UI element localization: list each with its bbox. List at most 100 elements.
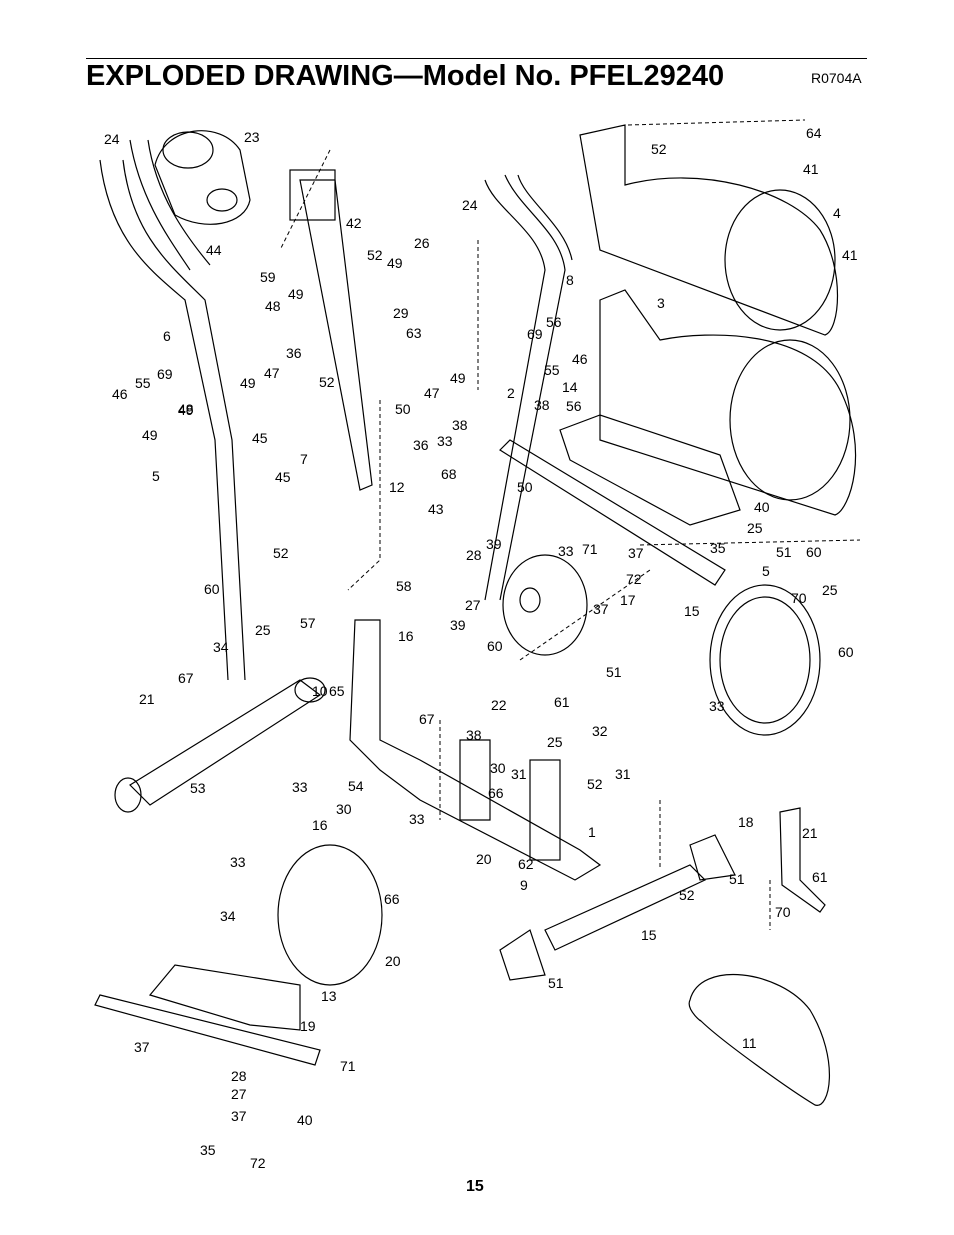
callout: 65 <box>329 683 345 699</box>
callout: 12 <box>389 479 405 495</box>
callout: 14 <box>562 379 578 395</box>
callout: 49 <box>142 427 158 443</box>
callout: 66 <box>488 785 504 801</box>
callout: 33 <box>230 854 246 870</box>
callout: 41 <box>842 247 858 263</box>
callout: 13 <box>321 988 337 1004</box>
drawing-code: R0704A <box>811 70 862 86</box>
callout: 48 <box>178 401 194 417</box>
callout: 36 <box>413 437 429 453</box>
callout: 20 <box>385 953 401 969</box>
callout: 33 <box>292 779 308 795</box>
callout: 52 <box>367 247 383 263</box>
callout: 49 <box>288 286 304 302</box>
callout: 11 <box>742 1035 757 1051</box>
callout: 61 <box>812 869 828 885</box>
callout: 2 <box>507 385 515 401</box>
callout: 35 <box>710 540 726 556</box>
callout: 27 <box>231 1086 247 1102</box>
callout: 51 <box>606 664 622 680</box>
callout: 58 <box>396 578 412 594</box>
callout: 3 <box>657 295 665 311</box>
callout: 30 <box>336 801 352 817</box>
callout: 27 <box>465 597 481 613</box>
callout: 54 <box>348 778 364 794</box>
callout: 20 <box>476 851 492 867</box>
callout: 52 <box>587 776 603 792</box>
callout: 33 <box>437 433 453 449</box>
callout: 43 <box>428 501 444 517</box>
callout: 52 <box>679 887 695 903</box>
callout: 67 <box>178 670 194 686</box>
callout: 55 <box>544 362 560 378</box>
callout: 52 <box>273 545 289 561</box>
callout: 55 <box>135 375 151 391</box>
callout: 28 <box>231 1068 247 1084</box>
callout: 49 <box>240 375 256 391</box>
callout: 51 <box>776 544 792 560</box>
callout: 56 <box>566 398 582 414</box>
callout: 60 <box>806 544 822 560</box>
callout: 47 <box>264 365 280 381</box>
callout: 16 <box>398 628 414 644</box>
callout: 50 <box>517 479 533 495</box>
callout: 50 <box>395 401 411 417</box>
callout: 37 <box>628 545 644 561</box>
callout: 28 <box>466 547 482 563</box>
callout: 19 <box>300 1018 316 1034</box>
callout: 10 <box>312 683 328 699</box>
callout: 25 <box>822 582 838 598</box>
callout: 38 <box>534 397 550 413</box>
callout: 49 <box>178 402 194 418</box>
callout: 61 <box>554 694 570 710</box>
callout: 26 <box>414 235 430 251</box>
callout: 59 <box>260 269 276 285</box>
header-rule <box>86 58 867 59</box>
callout: 42 <box>346 215 362 231</box>
callout: 66 <box>384 891 400 907</box>
callout: 72 <box>626 571 642 587</box>
callout: 69 <box>157 366 173 382</box>
callout: 31 <box>511 766 527 782</box>
drawing-linework <box>94 124 857 1106</box>
callout: 70 <box>775 904 791 920</box>
callout: 34 <box>213 639 229 655</box>
callout: 1 <box>588 824 596 840</box>
part-callouts: 24 23 64 52 41 4 44 59 42 52 49 26 24 8 … <box>104 125 858 1171</box>
callout: 53 <box>190 780 206 796</box>
callout: 21 <box>802 825 818 841</box>
callout: 15 <box>641 927 657 943</box>
callout: 49 <box>450 370 466 386</box>
callout: 30 <box>490 760 506 776</box>
callout: 16 <box>312 817 328 833</box>
callout: 64 <box>806 125 822 141</box>
callout: 35 <box>200 1142 216 1158</box>
callout: 46 <box>572 351 588 367</box>
callout: 48 <box>265 298 281 314</box>
callout: 36 <box>286 345 302 361</box>
callout: 38 <box>466 727 482 743</box>
callout: 57 <box>300 615 316 631</box>
callout: 39 <box>486 536 502 552</box>
callout: 33 <box>558 543 574 559</box>
callout: 33 <box>709 698 725 714</box>
callout: 7 <box>300 451 308 467</box>
callout: 22 <box>491 697 507 713</box>
callout: 37 <box>134 1039 150 1055</box>
callout: 52 <box>651 141 667 157</box>
callout: 34 <box>220 908 236 924</box>
callout: 6 <box>163 328 171 344</box>
callout: 9 <box>520 877 528 893</box>
callout: 60 <box>838 644 854 660</box>
callout: 70 <box>791 590 807 606</box>
callout: 25 <box>255 622 271 638</box>
callout: 8 <box>566 272 574 288</box>
callout: 71 <box>582 541 598 557</box>
callout: 69 <box>527 326 543 342</box>
callout: 31 <box>615 766 631 782</box>
callout: 18 <box>738 814 754 830</box>
callout: 68 <box>441 466 457 482</box>
callout: 24 <box>104 131 120 147</box>
callout: 37 <box>231 1108 247 1124</box>
callout: 49 <box>387 255 403 271</box>
